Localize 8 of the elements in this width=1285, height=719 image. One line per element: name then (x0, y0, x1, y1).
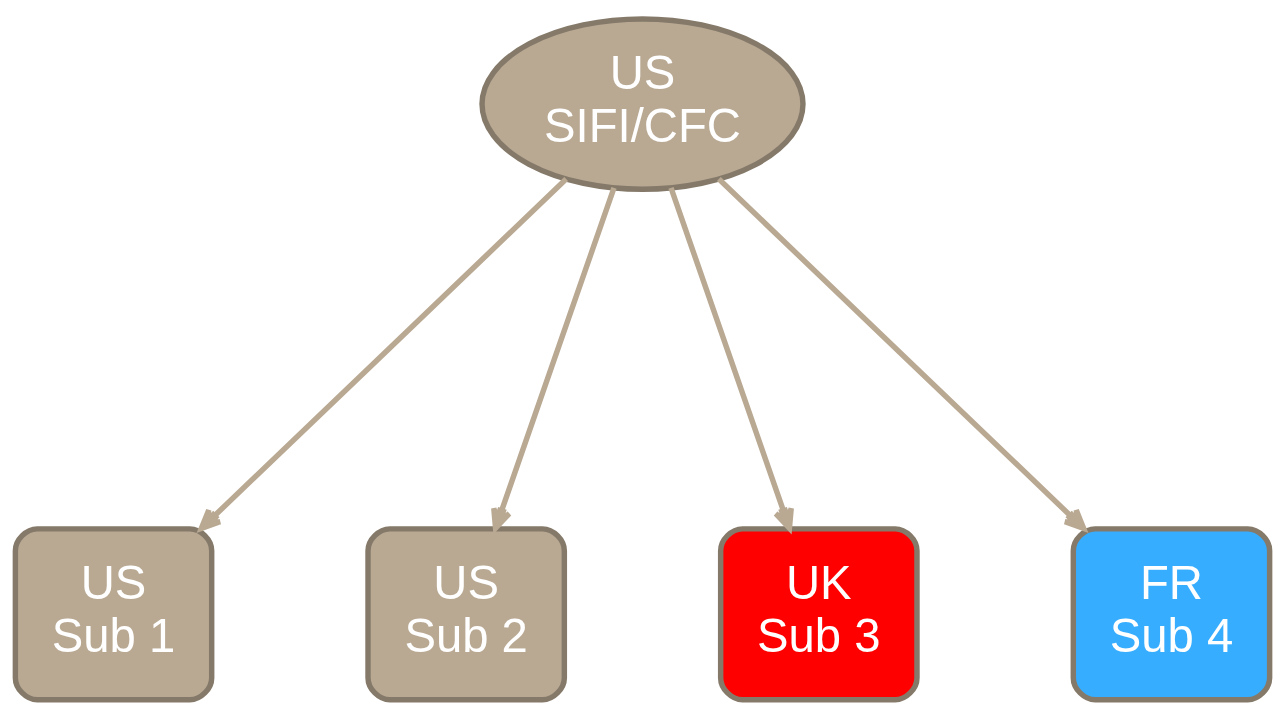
node-ellipse: US SIFI/CFC (479, 16, 806, 192)
arrow (491, 186, 617, 531)
node-box: US Sub 2 (365, 526, 568, 703)
node-box: US Sub 1 (12, 526, 215, 703)
arrow (198, 177, 569, 532)
node-box: FR Sub 4 (1070, 526, 1273, 703)
arrow (716, 177, 1087, 532)
node-box: UK Sub 3 (717, 526, 920, 703)
